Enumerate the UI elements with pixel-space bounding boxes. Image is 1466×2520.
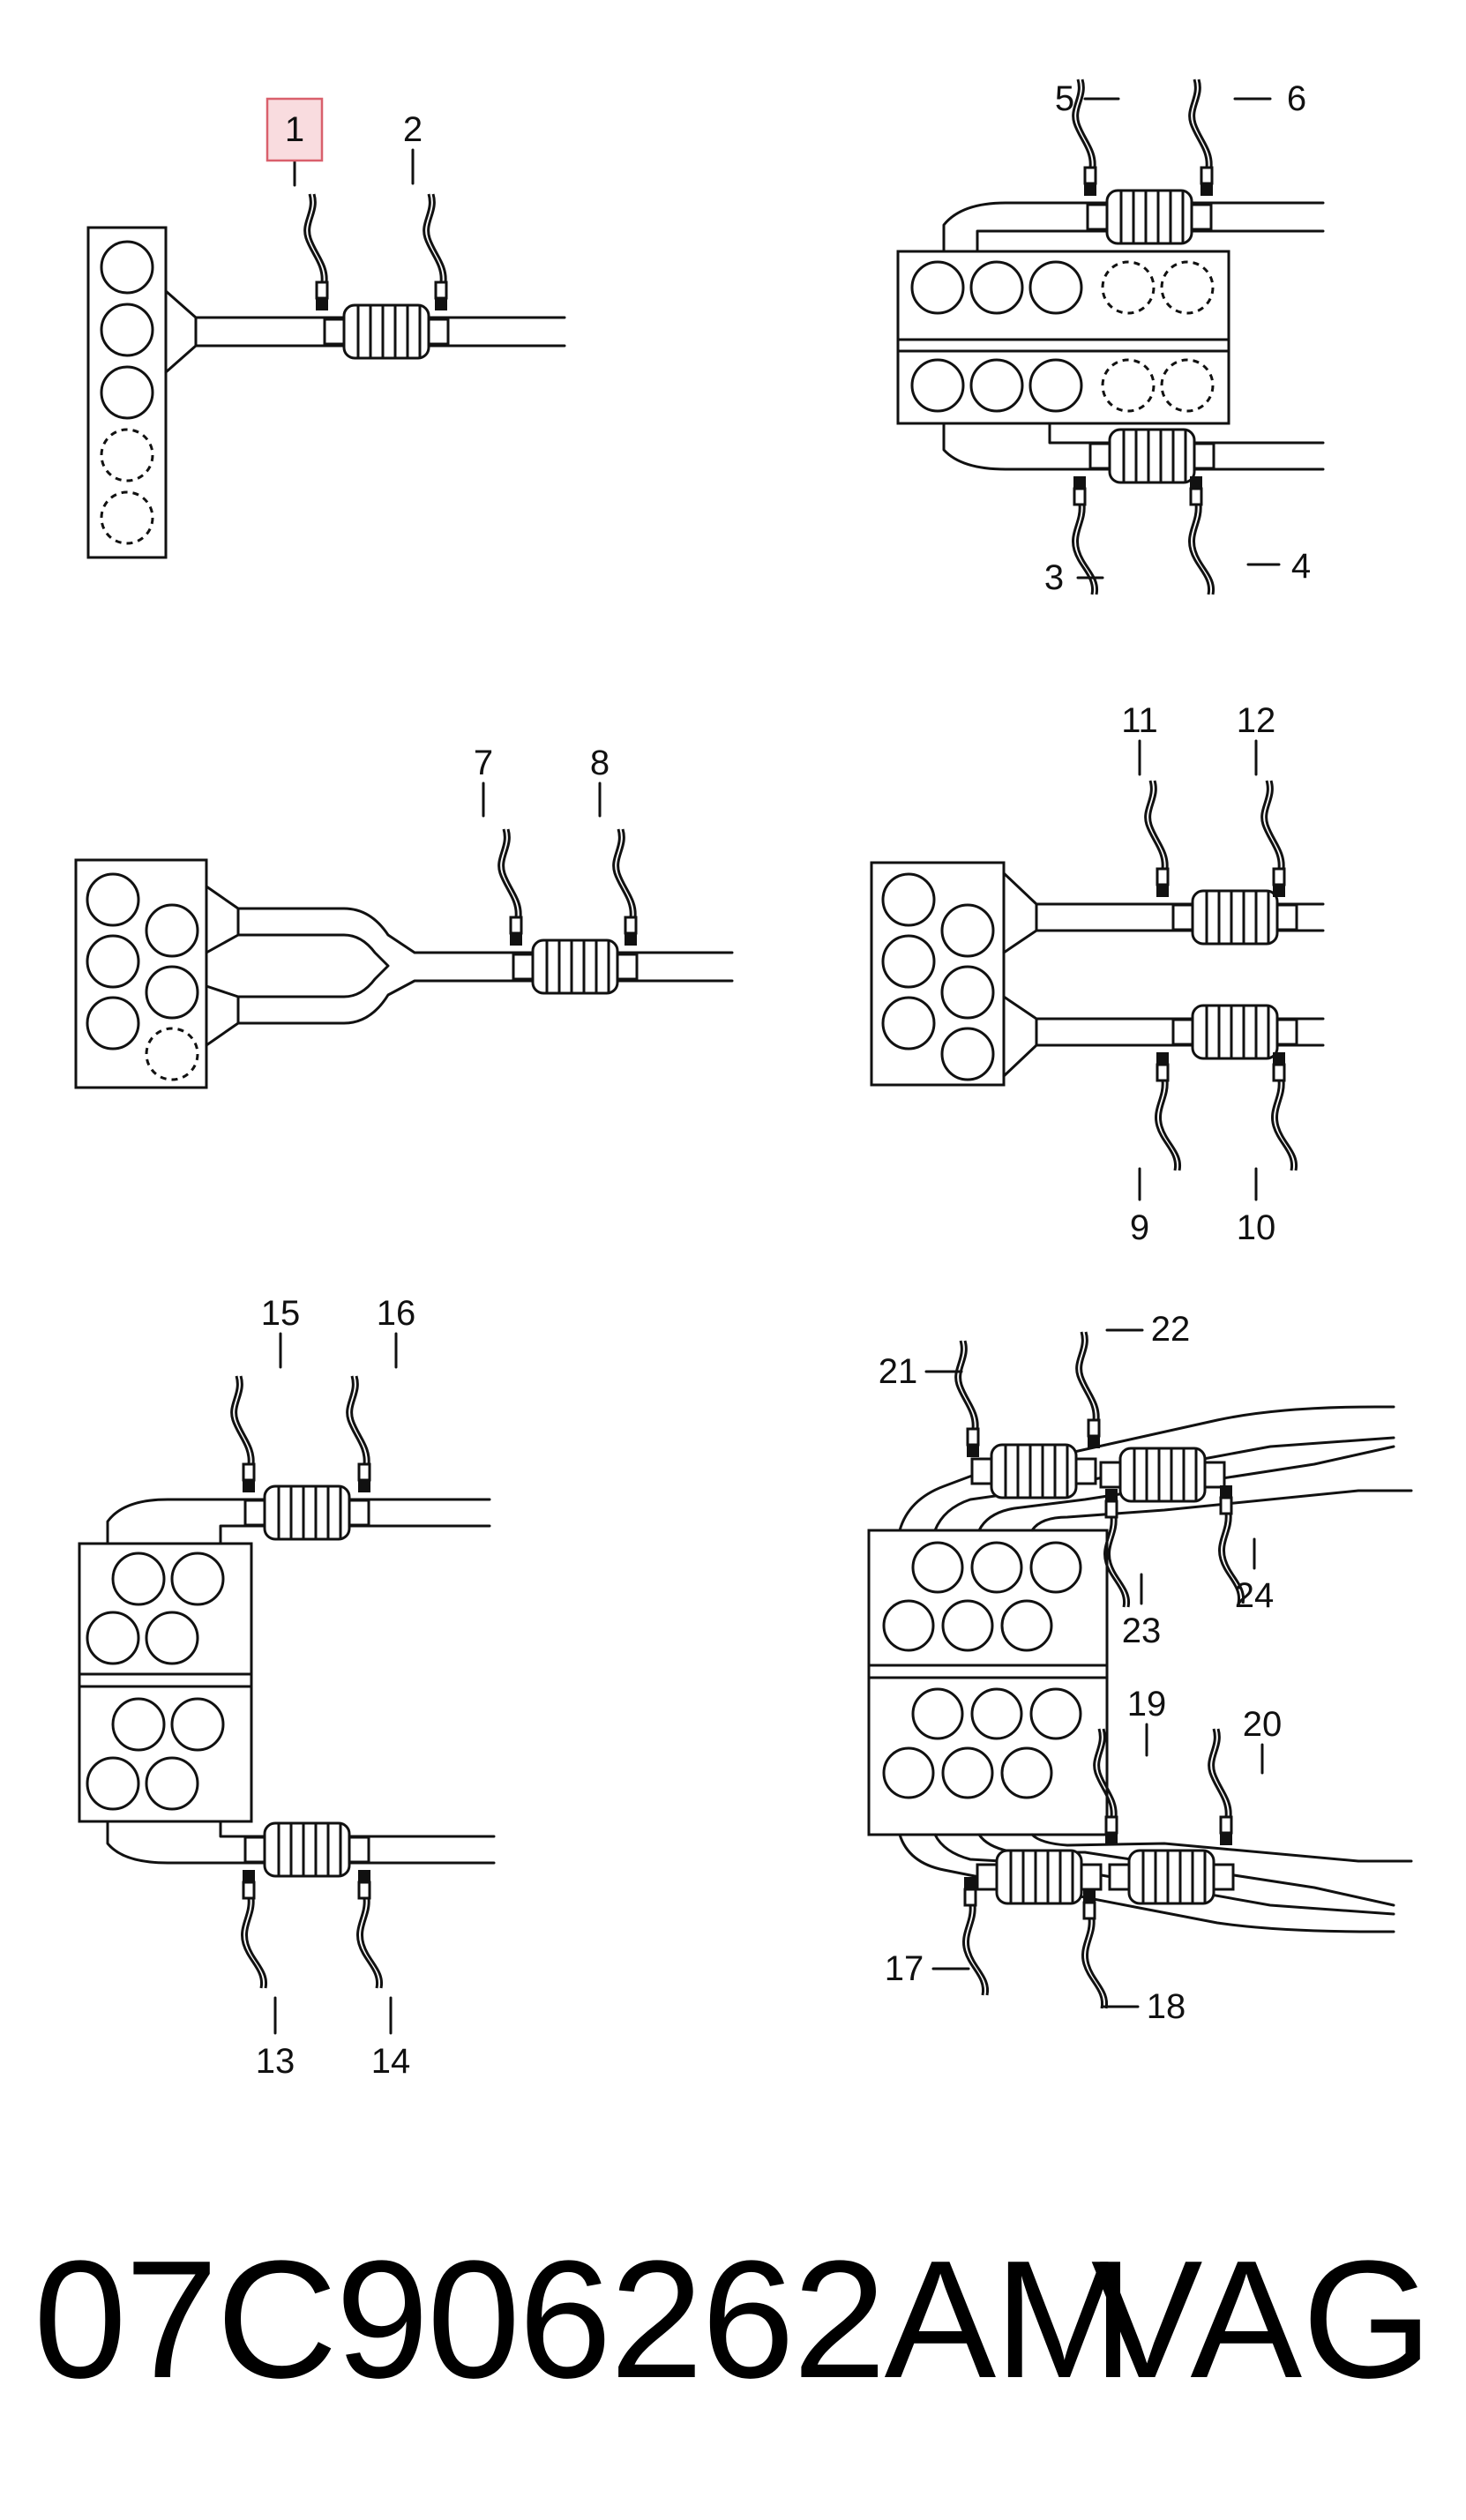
exhaust-oxygen-sensor-diagram: 1 2 3 4 5 6 7 8 9 10 11 12 13 14 15 16 1… xyxy=(74,78,1413,2081)
callout-12[interactable]: 12 xyxy=(1237,701,1276,740)
engine-layout-1 xyxy=(86,192,566,559)
callout-1[interactable]: 1 xyxy=(285,110,304,149)
callout-11[interactable]: 11 xyxy=(1121,701,1158,740)
callout-24[interactable]: 24 xyxy=(1235,1576,1275,1615)
callout-13[interactable]: 13 xyxy=(256,2042,295,2081)
callout-22[interactable]: 22 xyxy=(1151,1310,1191,1349)
engine-layout-4 xyxy=(870,779,1325,1172)
callout-21[interactable]: 21 xyxy=(879,1352,918,1391)
callout-labels: 1 2 3 4 5 6 7 8 9 10 11 12 13 14 15 16 1… xyxy=(256,79,1311,2081)
callout-6[interactable]: 6 xyxy=(1287,79,1306,118)
callout-7[interactable]: 7 xyxy=(474,744,493,782)
brand-name: VAG xyxy=(1090,2226,1432,2413)
callout-14[interactable]: 14 xyxy=(371,2042,411,2081)
engine-layout-6 xyxy=(867,1330,1413,2010)
engine-layout-2 xyxy=(896,78,1325,596)
engine-layout-5 xyxy=(78,1374,496,1990)
callout-5[interactable]: 5 xyxy=(1055,79,1074,118)
callout-9[interactable]: 9 xyxy=(1130,1208,1149,1247)
callout-16[interactable]: 16 xyxy=(377,1294,416,1333)
callout-23[interactable]: 23 xyxy=(1122,1611,1162,1650)
part-number: 07C906262AM xyxy=(34,2226,1134,2413)
callout-8[interactable]: 8 xyxy=(590,744,610,782)
callout-15[interactable]: 15 xyxy=(261,1294,301,1333)
callout-10[interactable]: 10 xyxy=(1237,1208,1276,1247)
callout-1-highlight xyxy=(266,97,324,162)
callout-18[interactable]: 18 xyxy=(1147,1987,1186,2026)
callout-3[interactable]: 3 xyxy=(1044,558,1064,597)
engine-layout-3 xyxy=(74,827,734,1089)
callout-19[interactable]: 19 xyxy=(1127,1685,1167,1724)
callout-17[interactable]: 17 xyxy=(885,1949,924,1988)
callout-20[interactable]: 20 xyxy=(1243,1705,1283,1744)
footer: 07C906262AM VAG xyxy=(0,2205,1466,2434)
callout-4[interactable]: 4 xyxy=(1291,547,1311,586)
callout-2[interactable]: 2 xyxy=(403,110,423,149)
callout-leaders xyxy=(273,97,1281,2035)
